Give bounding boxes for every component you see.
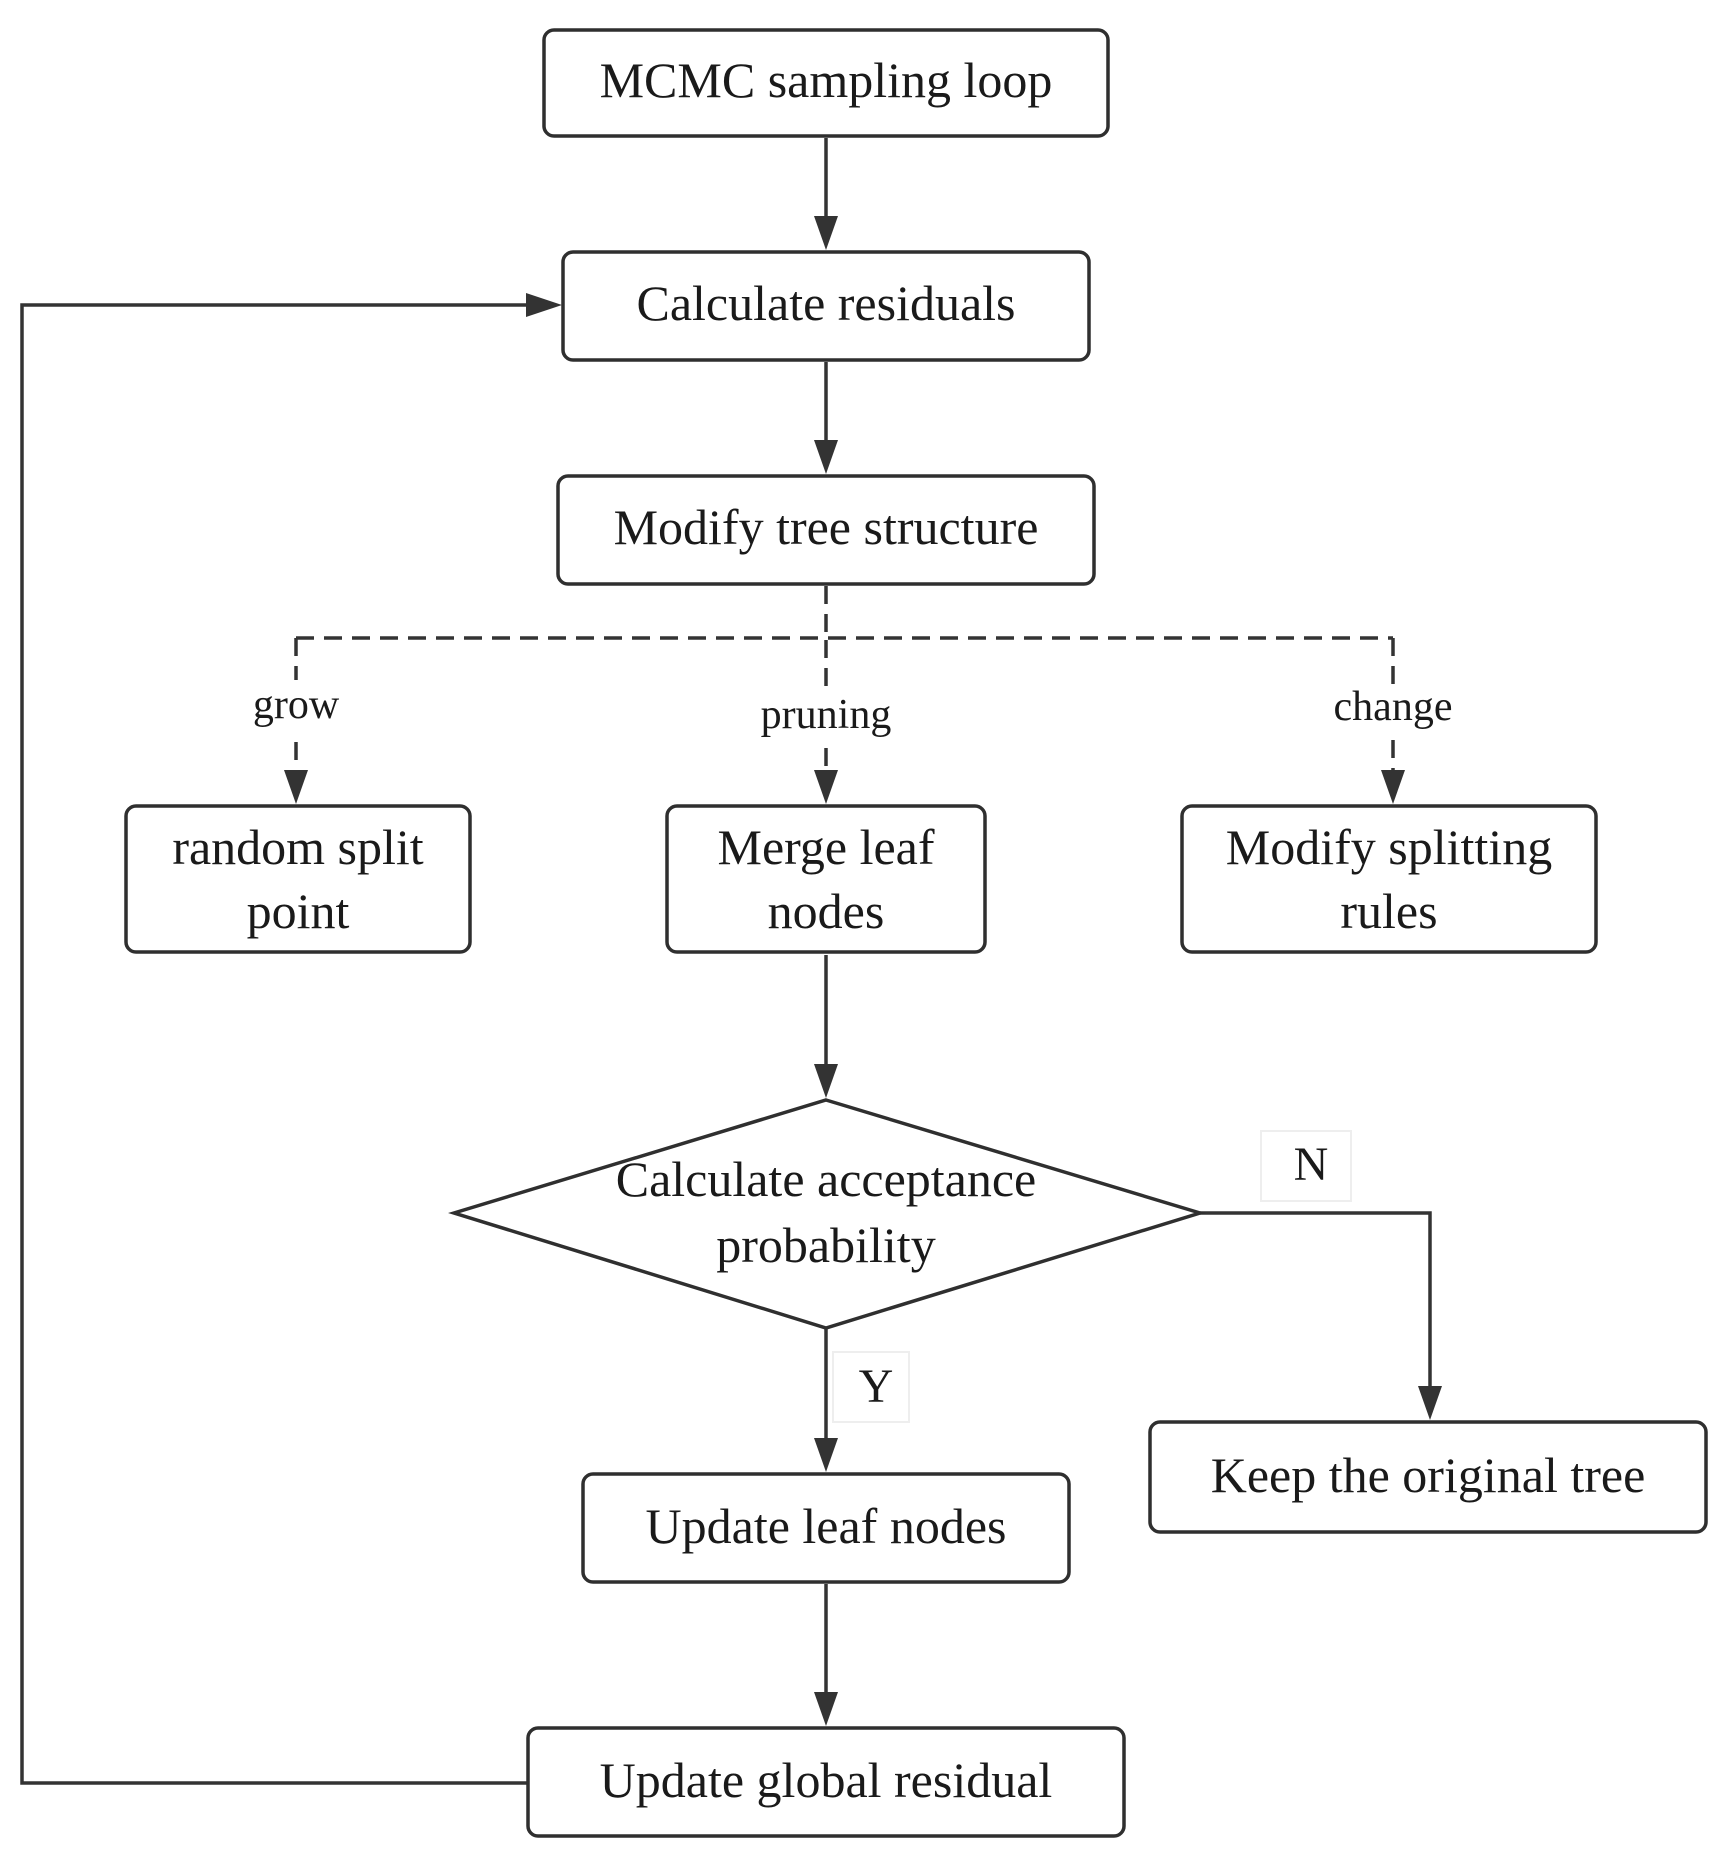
arrowhead <box>814 770 838 804</box>
arrowhead <box>814 1438 838 1472</box>
edge-label-change: change <box>1334 684 1453 730</box>
arrowhead <box>814 1064 838 1098</box>
node-label: Update leaf nodes <box>646 1498 1007 1554</box>
node-update-leaf-nodes: Update leaf nodes <box>581 1472 1071 1584</box>
edge-labels: grow pruning change N Y <box>253 682 1453 1423</box>
label-box-no <box>1260 1130 1352 1202</box>
node-modify-splitting-rules: Modify splitting rules <box>1180 804 1598 954</box>
edge-acceptance-no <box>1200 1211 1432 1390</box>
node-calculate-acceptance-probability: Calculate acceptance probability <box>448 1098 1207 1330</box>
node-merge-leaf-nodes: Merge leaf nodes <box>665 804 987 954</box>
node-label-line-2: nodes <box>768 883 885 939</box>
node-label: MCMC sampling loop <box>600 52 1053 108</box>
arrowhead <box>526 293 562 317</box>
edge-label-grow: grow <box>253 682 340 728</box>
edge-label-yes: Y <box>859 1360 894 1413</box>
arrowhead <box>1418 1386 1442 1420</box>
arrowhead <box>814 440 838 474</box>
node-random-split-point: random split point <box>124 804 472 954</box>
node-mcmc-sampling-loop: MCMC sampling loop <box>542 28 1110 138</box>
node-label-line-1: random split <box>172 819 423 875</box>
arrowhead <box>1381 770 1405 804</box>
node-label: Update global residual <box>600 1752 1053 1808</box>
node-label-line-1: Modify splitting <box>1226 819 1552 875</box>
node-label-line-2: rules <box>1340 883 1437 939</box>
node-calculate-residuals: Calculate residuals <box>561 250 1091 362</box>
node-modify-tree-structure: Modify tree structure <box>556 474 1096 586</box>
node-keep-original-tree: Keep the original tree <box>1148 1420 1708 1534</box>
dashed-branch-edges <box>284 586 1405 804</box>
arrowhead <box>814 1692 838 1726</box>
edge-feedback-loop <box>20 303 530 1785</box>
node-label-line-1: Merge leaf <box>717 819 934 875</box>
arrowhead <box>814 216 838 250</box>
edge-label-pruning: pruning <box>761 692 892 738</box>
node-label: Keep the original tree <box>1211 1447 1646 1503</box>
node-update-global-residual: Update global residual <box>526 1726 1126 1838</box>
node-label: Modify tree structure <box>614 499 1039 555</box>
node-label-line-1: Calculate acceptance <box>616 1151 1037 1207</box>
node-label-line-2: point <box>247 883 350 939</box>
label-box-yes <box>832 1351 910 1423</box>
edges <box>20 138 1442 1785</box>
node-label-line-2: probability <box>716 1217 935 1273</box>
arrowhead <box>284 770 308 804</box>
node-label: Calculate residuals <box>636 275 1015 331</box>
edge-label-no: N <box>1294 1138 1329 1191</box>
